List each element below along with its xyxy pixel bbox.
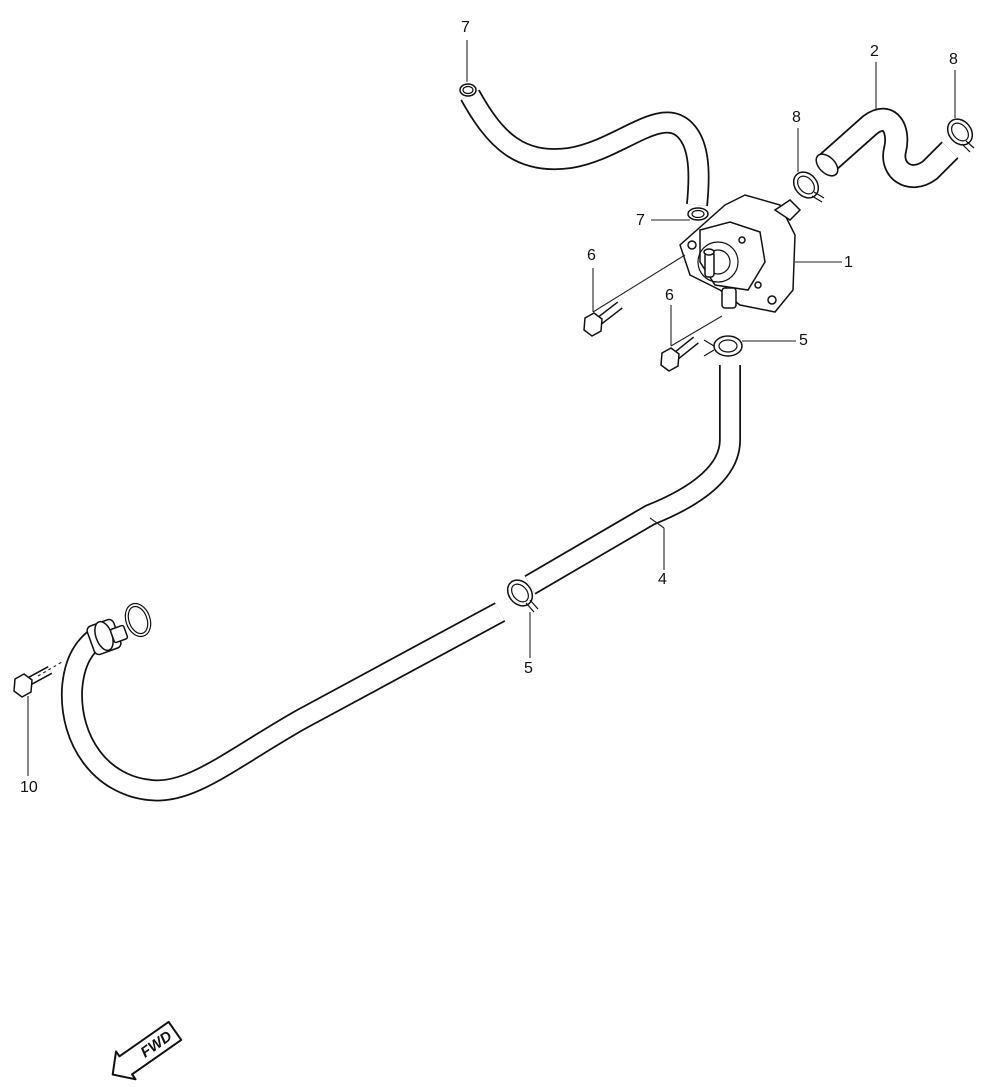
valve-part-1: [679, 194, 802, 313]
bolt-part-6-right: [660, 336, 699, 372]
callout-8-right: 8: [949, 51, 958, 68]
fwd-direction-marker: FWD: [111, 1020, 183, 1081]
clamp-part-5-lower: [506, 579, 539, 613]
leader-lines: [27, 40, 956, 776]
clamp-part-8-right: [946, 118, 975, 153]
callout-6-right: 6: [665, 287, 674, 304]
callout-2: 2: [870, 43, 879, 60]
hose-part-7: [460, 89, 710, 207]
callout-4: 4: [658, 571, 667, 588]
clamp-part-7-mid: [687, 207, 709, 221]
callout-7-mid: 7: [636, 212, 645, 229]
hose-part-2: [815, 107, 959, 188]
forward-arrow-icon: FWD: [111, 1020, 183, 1081]
callout-8-left: 8: [792, 109, 801, 126]
callout-10: 10: [20, 779, 38, 796]
callout-6-left: 6: [587, 247, 596, 264]
callout-5-lower: 5: [524, 660, 533, 677]
callout-1: 1: [844, 254, 853, 271]
clamp-part-7-top: [459, 83, 477, 97]
callout-5-upper: 5: [799, 332, 808, 349]
callout-7-top: 7: [461, 19, 470, 36]
inlet-fitting: [86, 602, 152, 656]
clamp-part-5-upper: [703, 335, 743, 357]
hose-lower: [60, 602, 506, 802]
bolt-part-6-left: [583, 301, 623, 337]
bolt-part-10: [13, 666, 53, 698]
hose-part-4: [524, 365, 741, 595]
clamp-part-8-left: [792, 171, 825, 203]
